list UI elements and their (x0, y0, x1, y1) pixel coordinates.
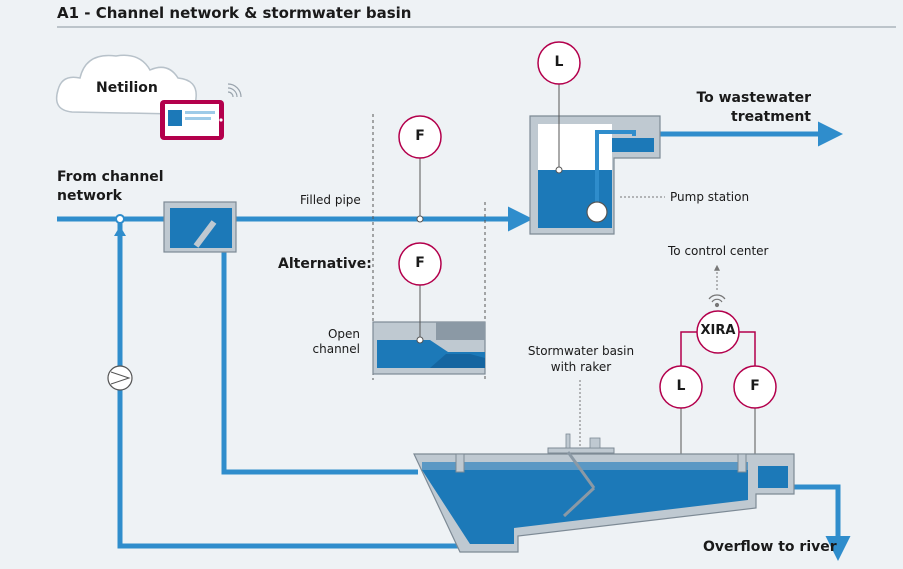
junction-node (115, 214, 125, 224)
level-basin-bubble[interactable] (659, 365, 703, 409)
flow-arrowhead-return (114, 226, 126, 236)
flow-channel-bubble[interactable] (398, 242, 442, 286)
to-control-center-label: To control center (668, 244, 769, 258)
flow-pipe-tag: F (415, 128, 425, 144)
level-pump-bubble[interactable] (537, 41, 581, 85)
pump-station (529, 115, 661, 235)
raker-mechanism (547, 433, 615, 518)
stormwater-basin-label: Stormwater basin with raker (527, 344, 635, 374)
flow-pipe-bubble[interactable] (398, 115, 442, 159)
tablet-wifi-icon (227, 83, 242, 98)
flow-basin-tag: F (750, 378, 760, 394)
flow-channel-point (416, 336, 424, 344)
flow-channel-tag: F (415, 255, 425, 271)
page-title: A1 - Channel network & stormwater basin (57, 4, 412, 22)
flow-basin-bubble[interactable] (733, 365, 777, 409)
level-pump-point (555, 166, 563, 174)
level-pump-tag: L (554, 54, 564, 70)
xira-tag: XIRA (700, 323, 736, 338)
diversion-chamber (163, 201, 237, 253)
pump-station-label: Pump station (670, 190, 750, 204)
xira-bubble[interactable] (696, 310, 740, 354)
flow-pipe-point (416, 215, 424, 223)
open-channel (372, 321, 486, 375)
stormwater-basin (413, 453, 795, 553)
return-pump-icon (107, 365, 133, 391)
overflow-label: Overflow to river (703, 539, 837, 555)
alternative-label: Alternative: (278, 256, 372, 272)
level-basin-tag: L (676, 378, 686, 394)
pipe-network (57, 121, 851, 561)
filled-pipe-label: Filled pipe (300, 193, 361, 207)
xira-connections (680, 331, 756, 366)
tablet-icon (160, 100, 224, 140)
open-channel-label: Open channel (312, 327, 360, 356)
from-channel-label: From channel network (57, 169, 164, 204)
netilion-cloud (55, 54, 197, 115)
to-wastewater-label: To wastewater treatment (696, 90, 811, 125)
xira-wifi-icon (708, 294, 726, 308)
netilion-label: Netilion (96, 80, 158, 96)
